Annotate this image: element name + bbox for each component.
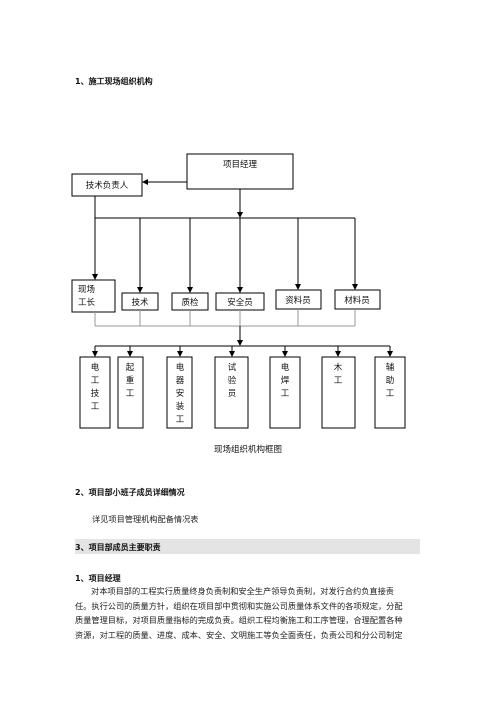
worker-box-helper	[374, 356, 406, 429]
project-manager-label: 项目经理	[223, 159, 258, 170]
duty-line-4: 资源，对工程的质量、进度、成本、安全、文明施工等负全面责任，负责公司和分公司制定	[75, 629, 403, 640]
subsection-1-heading: 1、项目经理	[75, 574, 121, 583]
worker-carpenter-2: 工	[334, 376, 343, 386]
tech-lead-label: 技术负责人	[86, 180, 129, 191]
worker-box-electrical-installer	[166, 356, 193, 429]
worker-box-electrician	[79, 356, 111, 429]
worker-tester-3: 员	[228, 389, 237, 399]
worker-rigger-1: 起	[126, 363, 135, 373]
worker-carpenter-1: 木	[334, 362, 343, 373]
safety-label: 安全员	[227, 297, 253, 308]
worker-helper-3: 工	[386, 389, 395, 399]
project-manager-duties: 对本项目部的工程实行质量终身负责制和安全生产领导负责制，对发行合约负直接责 任。…	[75, 584, 425, 642]
section-2-heading: 2、项目部小班子成员详细情况	[75, 488, 185, 497]
site-foreman-box	[71, 279, 116, 313]
worker-helper-2: 助	[386, 375, 395, 386]
worker-installer-4: 装	[176, 401, 185, 412]
worker-tester-2: 验	[228, 375, 237, 386]
duty-line-3: 质量管理目标，对项目质量指标的完成负责。组织工程均衡施工和工序管理，合理配置各种	[75, 615, 403, 625]
worker-installer-3: 安	[176, 388, 185, 399]
worker-electrician-4: 工	[91, 402, 100, 412]
material-officer-box	[334, 289, 381, 310]
worker-rigger-2: 重	[126, 375, 135, 386]
worker-welder-3: 工	[281, 389, 290, 399]
tech-label: 技术	[131, 297, 149, 308]
worker-tester-1: 试	[228, 362, 237, 373]
worker-installer-1: 电	[176, 362, 185, 373]
section-3-band	[75, 539, 420, 554]
worker-installer-5: 工	[176, 415, 185, 425]
worker-installer-2: 器	[176, 376, 185, 386]
duty-line-2: 任。执行公司的质量方针，组织在项目部中贯彻和实施公司质量体系文件的各项规定，分配	[75, 600, 403, 611]
worker-helper-1: 辅	[386, 362, 395, 373]
materials-clerk-label: 资料员	[285, 295, 311, 306]
material-officer-label: 材料员	[344, 295, 370, 306]
tech-lead-box	[71, 173, 143, 197]
site-foreman-label-1: 现场	[78, 285, 95, 295]
worker-box-tester	[214, 356, 249, 429]
worker-rigger-3: 工	[126, 389, 135, 399]
worker-welder-1: 电	[281, 362, 290, 373]
org-chart-caption: 现场组织机构框图	[214, 444, 282, 455]
worker-welder-2: 焊	[281, 375, 290, 386]
duty-line-1: 对本项目部的工程实行质量终身负责制和安全生产领导负责制，对发行合约负直接责	[91, 586, 394, 596]
section-3-heading: 3、项目部成员主要职责	[75, 543, 161, 552]
worker-box-carpenter	[321, 356, 356, 429]
worker-box-welder	[269, 356, 301, 429]
qc-label: 质检	[181, 297, 199, 308]
section-1-heading: 1、施工现场组织机构	[75, 77, 153, 86]
worker-electrician-2: 工	[91, 376, 100, 386]
site-foreman-label-2: 工长	[78, 297, 96, 308]
worker-electrician-3: 技	[91, 388, 100, 399]
worker-electrician-1: 电	[91, 362, 100, 373]
worker-box-rigger	[117, 356, 144, 429]
section-2-text: 详见项目管理机构配备情况表	[92, 514, 199, 524]
